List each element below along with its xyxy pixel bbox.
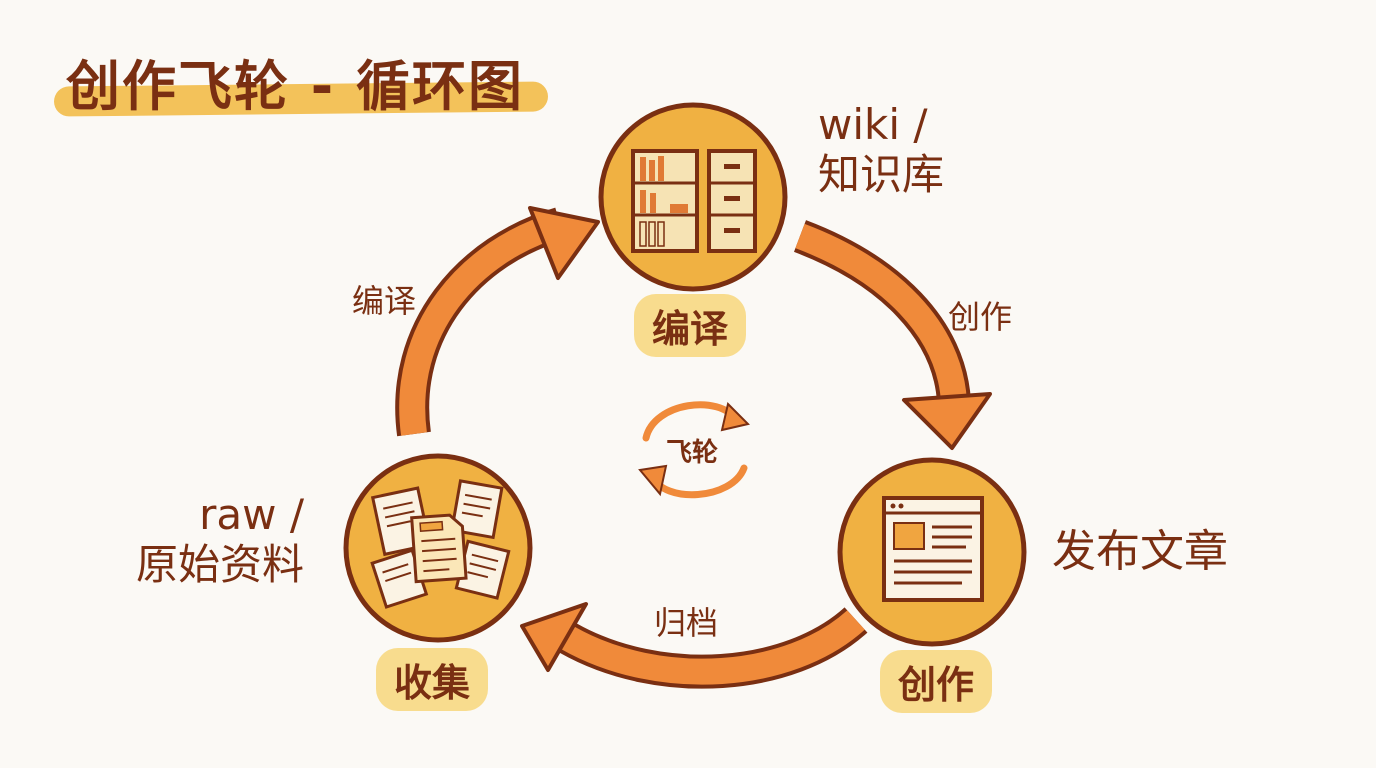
arrow-head-create — [902, 392, 992, 450]
right-node-tag: 创作 — [880, 650, 993, 713]
scattered-documents-icon — [370, 479, 511, 609]
left-node-tag: 收集 — [376, 648, 489, 711]
arrow-label-archive: 归档 — [654, 604, 719, 642]
node-collect — [343, 453, 533, 643]
arrow-label-create: 创作 — [948, 298, 1013, 336]
top-node-desc-line1: wiki / — [818, 100, 928, 149]
center-flywheel-label: 飞轮 — [666, 438, 719, 468]
bookshelf-cabinet-icon — [631, 149, 757, 253]
cycle-arrows-icon — [638, 401, 750, 499]
node-compile — [598, 102, 788, 292]
left-node-desc: raw / 原始资料 — [136, 490, 304, 591]
top-node-desc-line2: 知识库 — [818, 150, 945, 200]
left-node-desc-line2: 原始资料 — [136, 540, 305, 590]
page-title: 创作飞轮 - 循环图 — [66, 55, 525, 118]
article-page-icon — [882, 496, 984, 602]
left-node-desc-line1: raw / — [199, 490, 305, 539]
arrow-head-compile — [528, 206, 600, 280]
top-node-desc: wiki / 知识库 — [818, 100, 944, 201]
top-node-tag: 编译 — [634, 294, 747, 357]
title-block: 创作飞轮 - 循环图 — [53, 38, 554, 118]
right-node-desc: 发布文章 — [1052, 526, 1228, 577]
arrow-label-compile: 编译 — [352, 282, 417, 320]
node-create — [837, 457, 1027, 647]
arrow-head-collect — [520, 602, 588, 672]
